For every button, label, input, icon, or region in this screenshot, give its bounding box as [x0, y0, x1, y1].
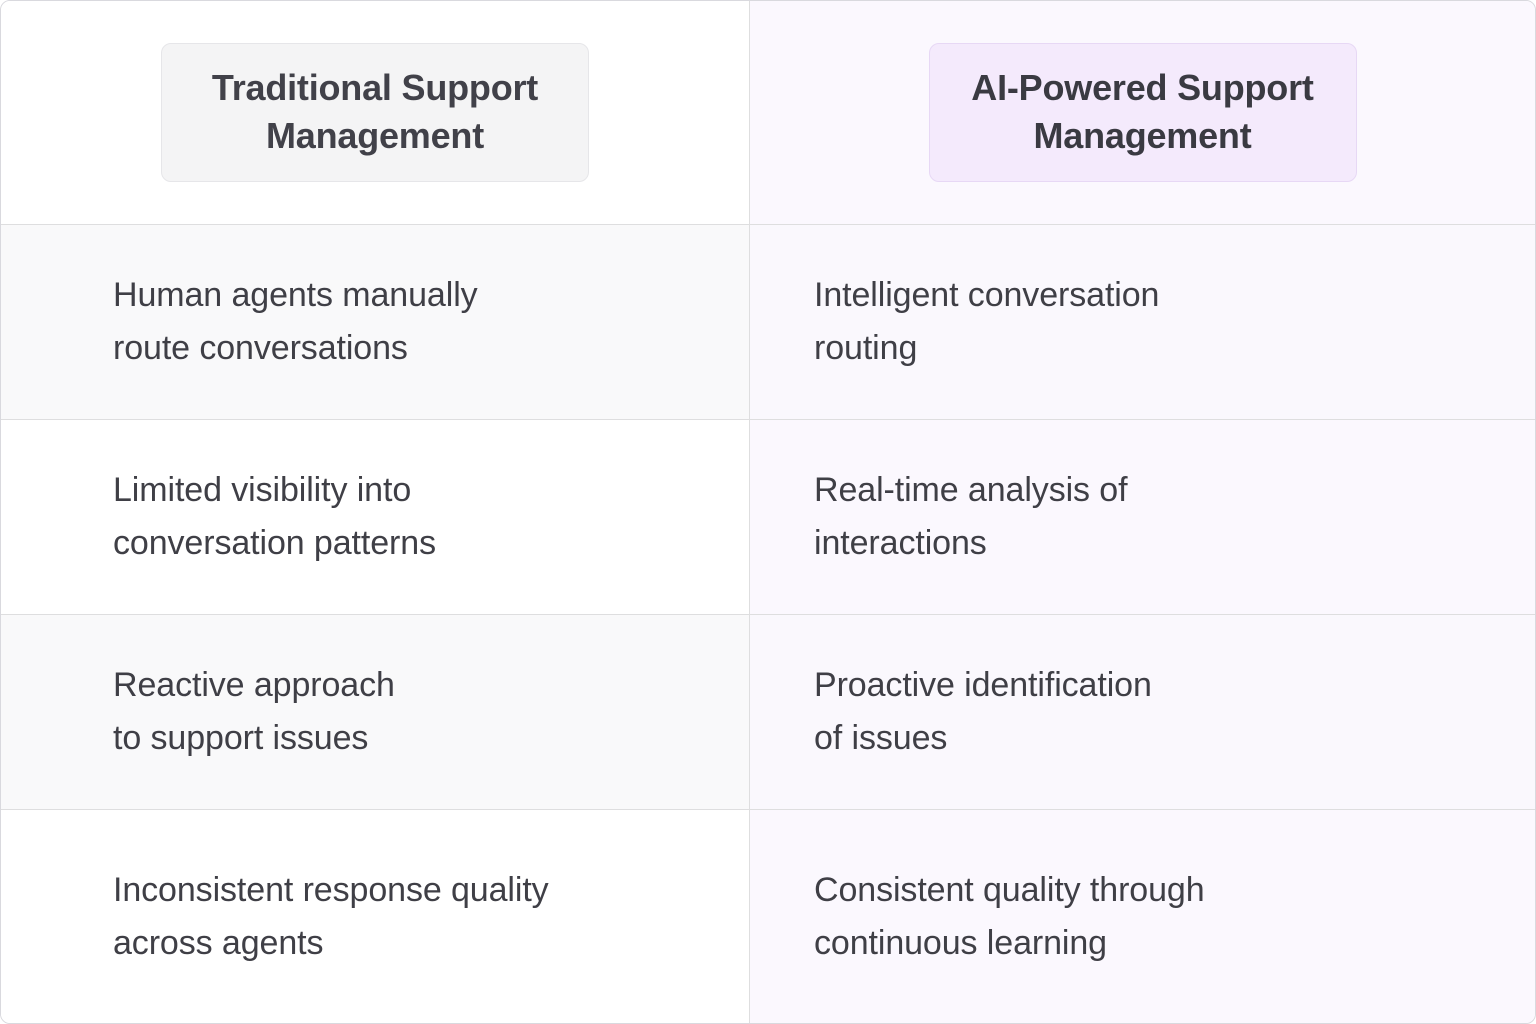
column-header-chip-traditional: Traditional Support Management	[161, 42, 589, 183]
table-row: Reactive approach to support issues Proa…	[1, 615, 1535, 810]
table-header-cell-traditional: Traditional Support Management	[1, 1, 750, 224]
table-header-row: Traditional Support Management AI-Powere…	[1, 1, 1535, 225]
cell-text: Consistent quality through continuous le…	[814, 870, 1205, 962]
cell-text: Real-time analysis of interactions	[814, 471, 1128, 562]
table-cell-traditional: Human agents manually route conversation…	[1, 225, 750, 419]
table-row: Limited visibility into conversation pat…	[1, 420, 1535, 615]
table-row: Inconsistent response quality across age…	[1, 810, 1535, 1023]
table-row: Human agents manually route conversation…	[1, 225, 1535, 420]
cell-text: Limited visibility into conversation pat…	[113, 471, 436, 562]
table-cell-ai: Real-time analysis of interactions	[750, 420, 1535, 614]
table-header-cell-ai: AI-Powered Support Management	[750, 1, 1535, 224]
table-body: Human agents manually route conversation…	[1, 225, 1535, 1023]
column-header-chip-ai: AI-Powered Support Management	[928, 42, 1357, 183]
table-cell-traditional: Reactive approach to support issues	[1, 615, 750, 809]
cell-text: Intelligent conversation routing	[814, 276, 1160, 367]
table-cell-traditional: Limited visibility into conversation pat…	[1, 420, 750, 614]
cell-text: Reactive approach to support issues	[113, 666, 395, 757]
table-cell-traditional: Inconsistent response quality across age…	[1, 810, 750, 1023]
table-cell-ai: Consistent quality through continuous le…	[750, 810, 1535, 1023]
table-cell-ai: Proactive identification of issues	[750, 615, 1535, 809]
cell-text: Inconsistent response quality across age…	[113, 870, 549, 962]
cell-text: Human agents manually route conversation…	[113, 276, 478, 367]
cell-text: Proactive identification of issues	[814, 666, 1152, 757]
table-cell-ai: Intelligent conversation routing	[750, 225, 1535, 419]
